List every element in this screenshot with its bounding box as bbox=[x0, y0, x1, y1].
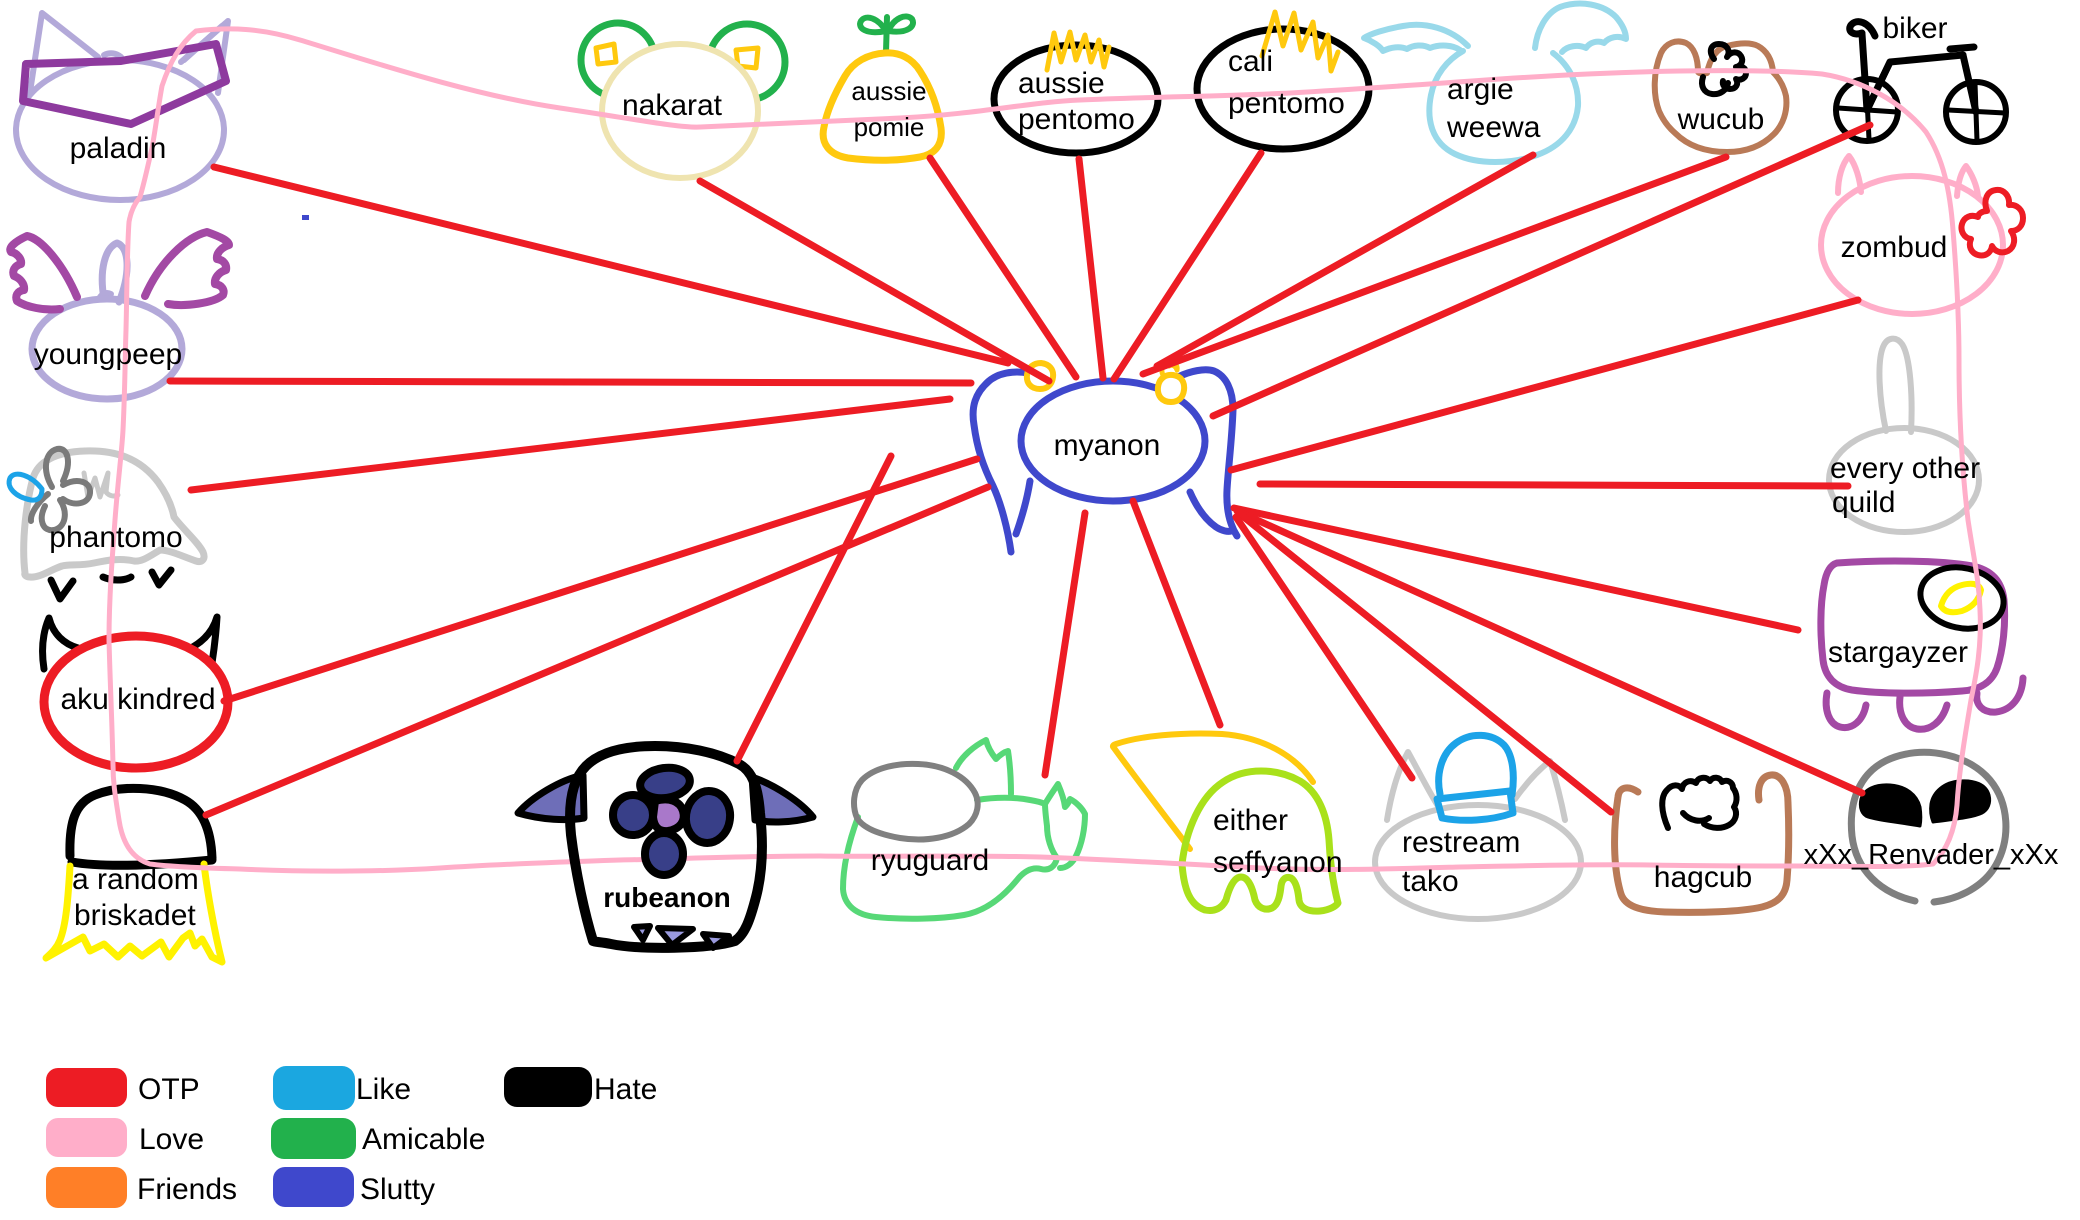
svg-text:briskadet: briskadet bbox=[74, 899, 196, 932]
svg-text:Love: Love bbox=[139, 1123, 204, 1156]
svg-text:aussie: aussie bbox=[1018, 67, 1105, 100]
svg-text:biker: biker bbox=[1882, 12, 1947, 45]
svg-text:either: either bbox=[1213, 804, 1288, 837]
svg-text:pentomo: pentomo bbox=[1228, 87, 1345, 120]
svg-text:Like: Like bbox=[356, 1073, 411, 1106]
svg-text:Hate: Hate bbox=[594, 1073, 657, 1106]
svg-text:seffyanon: seffyanon bbox=[1213, 846, 1343, 879]
svg-text:Slutty: Slutty bbox=[360, 1173, 435, 1206]
svg-text:cali: cali bbox=[1228, 45, 1273, 78]
svg-text:tako: tako bbox=[1402, 865, 1459, 898]
svg-text:paladin: paladin bbox=[70, 132, 167, 165]
svg-text:argie: argie bbox=[1447, 73, 1514, 106]
svg-text:restream: restream bbox=[1402, 826, 1520, 859]
svg-text:Amicable: Amicable bbox=[362, 1123, 485, 1156]
svg-text:wucub: wucub bbox=[1677, 103, 1765, 136]
svg-text:a random: a random bbox=[72, 863, 199, 896]
svg-text:every other: every other bbox=[1830, 452, 1980, 485]
svg-text:weewa: weewa bbox=[1446, 111, 1541, 144]
svg-text:rubeanon: rubeanon bbox=[603, 882, 731, 913]
svg-text:aussie: aussie bbox=[851, 76, 926, 106]
svg-text:myanon: myanon bbox=[1054, 429, 1161, 462]
svg-text:phantomo: phantomo bbox=[49, 521, 182, 554]
svg-text:pentomo: pentomo bbox=[1018, 103, 1135, 136]
svg-text:hagcub: hagcub bbox=[1654, 861, 1752, 894]
svg-text:OTP: OTP bbox=[138, 1073, 200, 1106]
svg-text:pomie: pomie bbox=[854, 112, 925, 142]
svg-text:youngpeep: youngpeep bbox=[34, 338, 182, 371]
svg-text:Friends: Friends bbox=[137, 1173, 237, 1206]
svg-text:zombud: zombud bbox=[1841, 231, 1948, 264]
svg-text:ryuguard: ryuguard bbox=[871, 844, 989, 877]
svg-text:xXx_Renvader_xXx: xXx_Renvader_xXx bbox=[1804, 839, 2059, 871]
svg-text:nakarat: nakarat bbox=[622, 89, 723, 122]
svg-text:aku kindred: aku kindred bbox=[60, 683, 215, 716]
svg-text:quild: quild bbox=[1832, 486, 1895, 519]
svg-text:stargayzer: stargayzer bbox=[1828, 636, 1968, 669]
